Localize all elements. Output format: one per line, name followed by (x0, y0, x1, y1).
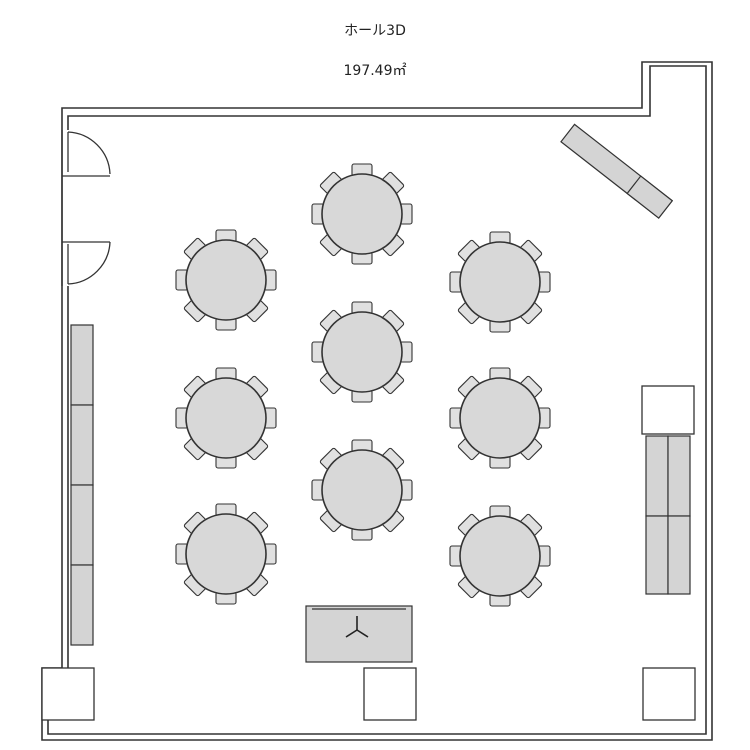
left-counter (70, 324, 94, 646)
table-top (321, 449, 403, 531)
round-table (311, 301, 413, 403)
column-right (641, 385, 695, 435)
round-table (311, 163, 413, 265)
table-top (459, 241, 541, 323)
column-bottom-left (41, 667, 95, 721)
room-name: ホール3D (344, 23, 406, 39)
round-table (449, 367, 551, 469)
table-top (459, 515, 541, 597)
column-bottom-right (642, 667, 696, 721)
round-tables (175, 163, 551, 607)
table-top (459, 377, 541, 459)
projector-icon (345, 616, 369, 638)
angled-counter (560, 123, 674, 219)
table-top (185, 377, 267, 459)
round-table (311, 439, 413, 541)
table-top (185, 239, 267, 321)
table-top (321, 311, 403, 393)
column-bottom-center (363, 667, 417, 721)
table-top (185, 513, 267, 595)
round-table (175, 229, 277, 331)
round-table (175, 367, 277, 469)
room-area: 197.49㎡ (343, 63, 407, 79)
round-table (449, 505, 551, 607)
stage-area (305, 605, 413, 663)
table-top (321, 173, 403, 255)
round-table (175, 503, 277, 605)
door-icon (61, 130, 111, 286)
right-counter (645, 435, 691, 595)
round-table (449, 231, 551, 333)
